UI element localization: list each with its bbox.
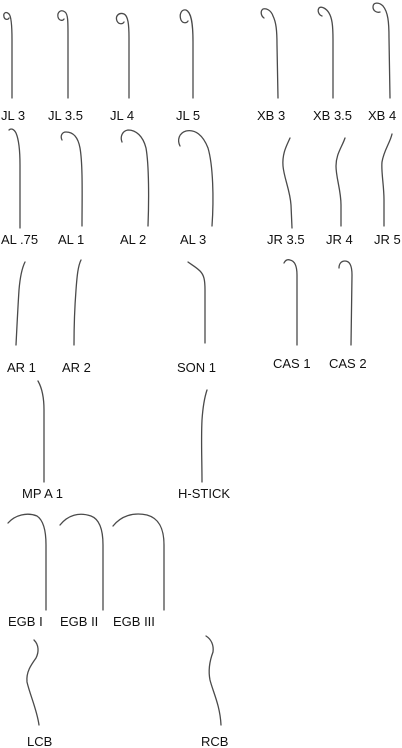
ar2-label: AR 2 [62,360,91,375]
al1-curve [60,131,83,227]
egb2-curve [59,513,104,611]
jl5-curve [179,9,194,99]
rcb-label: RCB [201,734,228,748]
rcb-curve [205,635,222,726]
xb35-curve [317,6,334,99]
xb3-label: XB 3 [257,108,285,123]
al2-curve [120,129,150,227]
xb3-curve [260,8,279,99]
cas2-curve [338,260,353,346]
xb4-label: XB 4 [368,108,396,123]
son1-curve [187,261,206,344]
son1-label: SON 1 [177,360,216,375]
xb35-label: XB 3.5 [313,108,352,123]
jl4-label: JL 4 [110,108,134,123]
lcb-curve [26,639,40,726]
lcb-label: LCB [27,734,52,748]
jl35-curve [57,10,69,99]
cas1-curve [283,259,298,346]
egb1-label: EGB I [8,614,43,629]
hstick-curve [200,389,208,483]
jl3-label: JL 3 [1,108,25,123]
jr35-label: JR 3.5 [267,232,305,247]
hstick-label: H-STICK [178,486,230,501]
jl3-curve [3,11,13,99]
jl5-label: JL 5 [176,108,200,123]
ar1-label: AR 1 [7,360,36,375]
al2-label: AL 2 [120,232,146,247]
ar2-curve [73,259,82,346]
jr5-label: JR 5 [374,232,401,247]
al3-label: AL 3 [180,232,206,247]
egb3-label: EGB III [113,614,155,629]
egb3-curve [112,513,165,611]
mpa1-label: MP A 1 [22,486,63,501]
al075-label: AL .75 [1,232,38,247]
jr35-curve [282,137,293,229]
egb2-label: EGB II [60,614,98,629]
cas2-label: CAS 2 [329,356,367,371]
ar1-curve [15,261,26,346]
jr5-curve [381,133,393,227]
jr4-curve [335,137,346,227]
mpa1-curve [37,380,45,483]
xb4-curve [372,2,391,99]
al075-curve [8,128,21,229]
jl4-curve [115,12,130,99]
al3-curve [178,129,214,227]
egb1-curve [7,513,47,611]
al1-label: AL 1 [58,232,84,247]
jr4-label: JR 4 [326,232,353,247]
jl35-label: JL 3.5 [48,108,83,123]
cas1-label: CAS 1 [273,356,311,371]
